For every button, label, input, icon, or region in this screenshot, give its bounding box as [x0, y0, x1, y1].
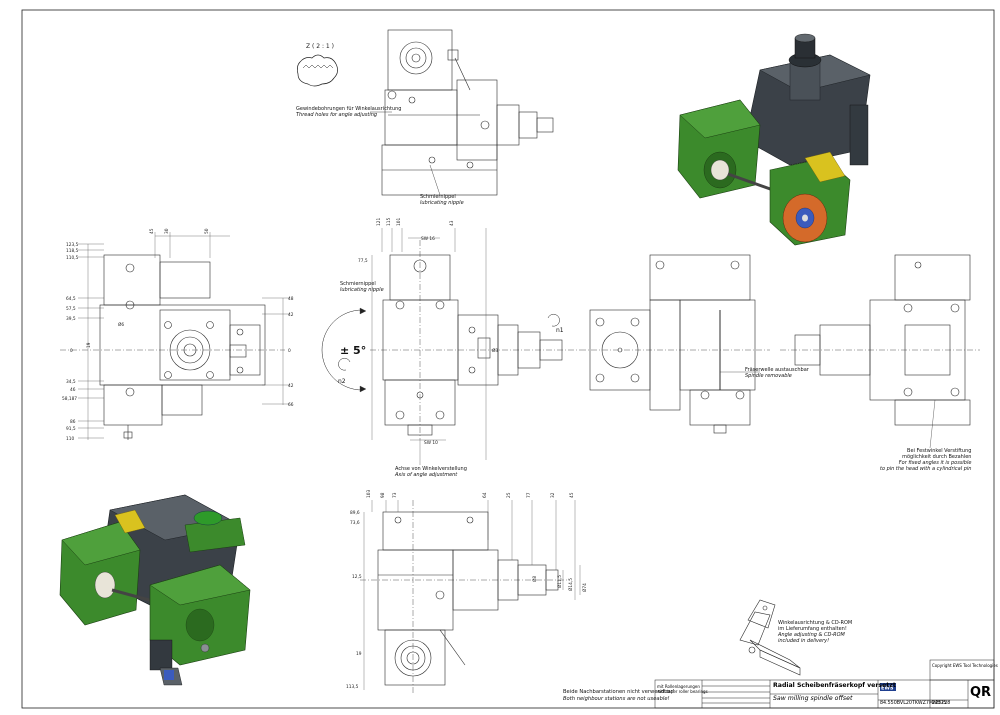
note-lube-top: Schmiernippel lubricating nipple [420, 194, 464, 206]
front-view-dim-text: 121 115 101 43 77,5 SW 16 SW 10 Ø3 [358, 218, 498, 446]
dimension-label: 66 [288, 402, 294, 408]
dimension-label: 32 [550, 492, 556, 498]
dimension-label: 0 [70, 348, 73, 354]
dimension-label: 39,5 [66, 316, 76, 322]
dimension-label: 64,5 [66, 296, 76, 302]
angle-label: ± 5° [340, 344, 366, 357]
note-axis-angle: Achse von Winkelverstellung Axis of angl… [395, 466, 467, 478]
note-thread-holes: Gewindebohrungen für Winkelausrichtung T… [296, 106, 402, 118]
dimension-label: 118,5 [66, 248, 79, 254]
dimension-label: Ø14,5 [567, 578, 574, 591]
dimension-label: 98 [380, 492, 386, 498]
dimension-label: 123,5 [66, 242, 79, 248]
dimension-label: SW 10 [424, 440, 438, 446]
dimension-label: 91,5 [66, 426, 76, 432]
dimension-label: 110 [66, 436, 74, 442]
dimension-label: 45 [149, 228, 155, 234]
bottom-section-view [360, 500, 570, 695]
dimension-label: 12,5 [352, 574, 362, 580]
bottom-section-dim-text: 103 98 73 64 25 77 32 45 89,6 73,6 12,5 … [346, 490, 588, 690]
note-neighbour-stations: Beide Nachbarstationen nicht verwendbar!… [563, 689, 675, 702]
left-side-view-dim-text: 123,5 118,5 110,5 64,5 57,5 39,5 0 34,5 … [62, 228, 294, 442]
dimension-label: 42 [288, 312, 294, 318]
isometric-view-top-right [677, 33, 871, 246]
dimension-label: 121 [376, 218, 382, 226]
angle-adjusting-kit-sketch [739, 599, 801, 676]
dimension-label: Ø3 [492, 347, 498, 354]
dimension-label: 86 [70, 419, 76, 425]
dimension-label: 46 [70, 387, 76, 393]
isometric-view-bottom-left [59, 494, 251, 686]
left-side-view [60, 254, 285, 440]
brand-logo [880, 683, 896, 691]
right-side-view [580, 254, 770, 434]
rear-view [780, 254, 980, 426]
dimension-label: 43 [449, 220, 455, 226]
dimension-label: SW 16 [421, 236, 435, 242]
part-number: 84.550BVL20TKWZ7MMB75 [880, 701, 947, 706]
drawing-number: 223228 [932, 701, 951, 706]
dimension-label: Ø74 [581, 583, 588, 592]
qr-label: QR [970, 685, 992, 700]
sheet-border [21, 9, 995, 709]
dimension-label: 30 [164, 228, 170, 234]
dimension-label: 73 [392, 492, 398, 498]
dimension-label: 25 [506, 492, 512, 498]
note-fixed-angle-pin: Bei Festwinkel Verstiftung möglichkeit d… [880, 448, 972, 472]
dimension-label: 113,5 [346, 684, 359, 690]
rotation-n1-label: n1 [556, 327, 564, 334]
detail-z-view: Z ( 2 : 1 ) [296, 43, 338, 87]
title-block [654, 659, 995, 709]
top-view [381, 29, 554, 196]
dimension-label: 42 [288, 383, 294, 389]
note-spindle-removable: Fräserwelle austauschbar Spindle removab… [745, 367, 809, 379]
note-angle-kit: Winkelausrichtung & CD-ROM im Lieferumfa… [778, 620, 853, 644]
dimension-label: 34,5 [66, 379, 76, 385]
dimension-label: Ø8 [531, 576, 538, 582]
detail-z-label: Z ( 2 : 1 ) [306, 43, 334, 50]
dimension-label: Ø6 [118, 321, 124, 328]
bottom-section-dims [363, 500, 581, 690]
dimension-label: 101 [396, 218, 402, 226]
dimension-label: 0 [288, 348, 291, 354]
dimension-label: 19 [86, 342, 92, 348]
dimension-label: 58,187 [62, 396, 77, 402]
dimension-label: Ø11,5 [556, 575, 563, 588]
dimension-label: 19 [356, 651, 362, 657]
dimension-label: 115 [386, 218, 392, 226]
dimension-label: 45 [569, 492, 575, 498]
copyright-note: Copyright EWS Tool Technologies [932, 663, 998, 668]
dimension-label: 50 [204, 228, 210, 234]
dimension-label: 57,5 [66, 306, 76, 312]
dimension-label: 48 [288, 296, 294, 302]
dimension-label: 103 [366, 490, 372, 498]
bearing-note: mit Rollenlagerungen with taper roller b… [657, 684, 708, 694]
dimension-label: 110,5 [66, 255, 79, 261]
brand-logo-text: EWS [881, 686, 894, 692]
rotation-n2-label: n2 [338, 378, 346, 385]
note-lube-mid: Schmiernippel lubricating nipple [340, 281, 384, 293]
drawing-title-de: Radial Scheibenfräserkopf versetzt [773, 682, 896, 689]
dimension-label: 77 [526, 492, 532, 498]
dimension-label: 73,6 [350, 520, 360, 526]
top-view-notes [370, 111, 441, 196]
dimension-label: 64 [482, 492, 488, 498]
left-side-view-dims [78, 232, 290, 440]
front-view-dims [321, 228, 560, 465]
drawing-title-en: Saw milling spindle offset [773, 695, 853, 702]
front-view [370, 240, 580, 440]
dimension-label: 77,5 [358, 258, 368, 264]
dimension-label: 89,6 [350, 510, 360, 516]
